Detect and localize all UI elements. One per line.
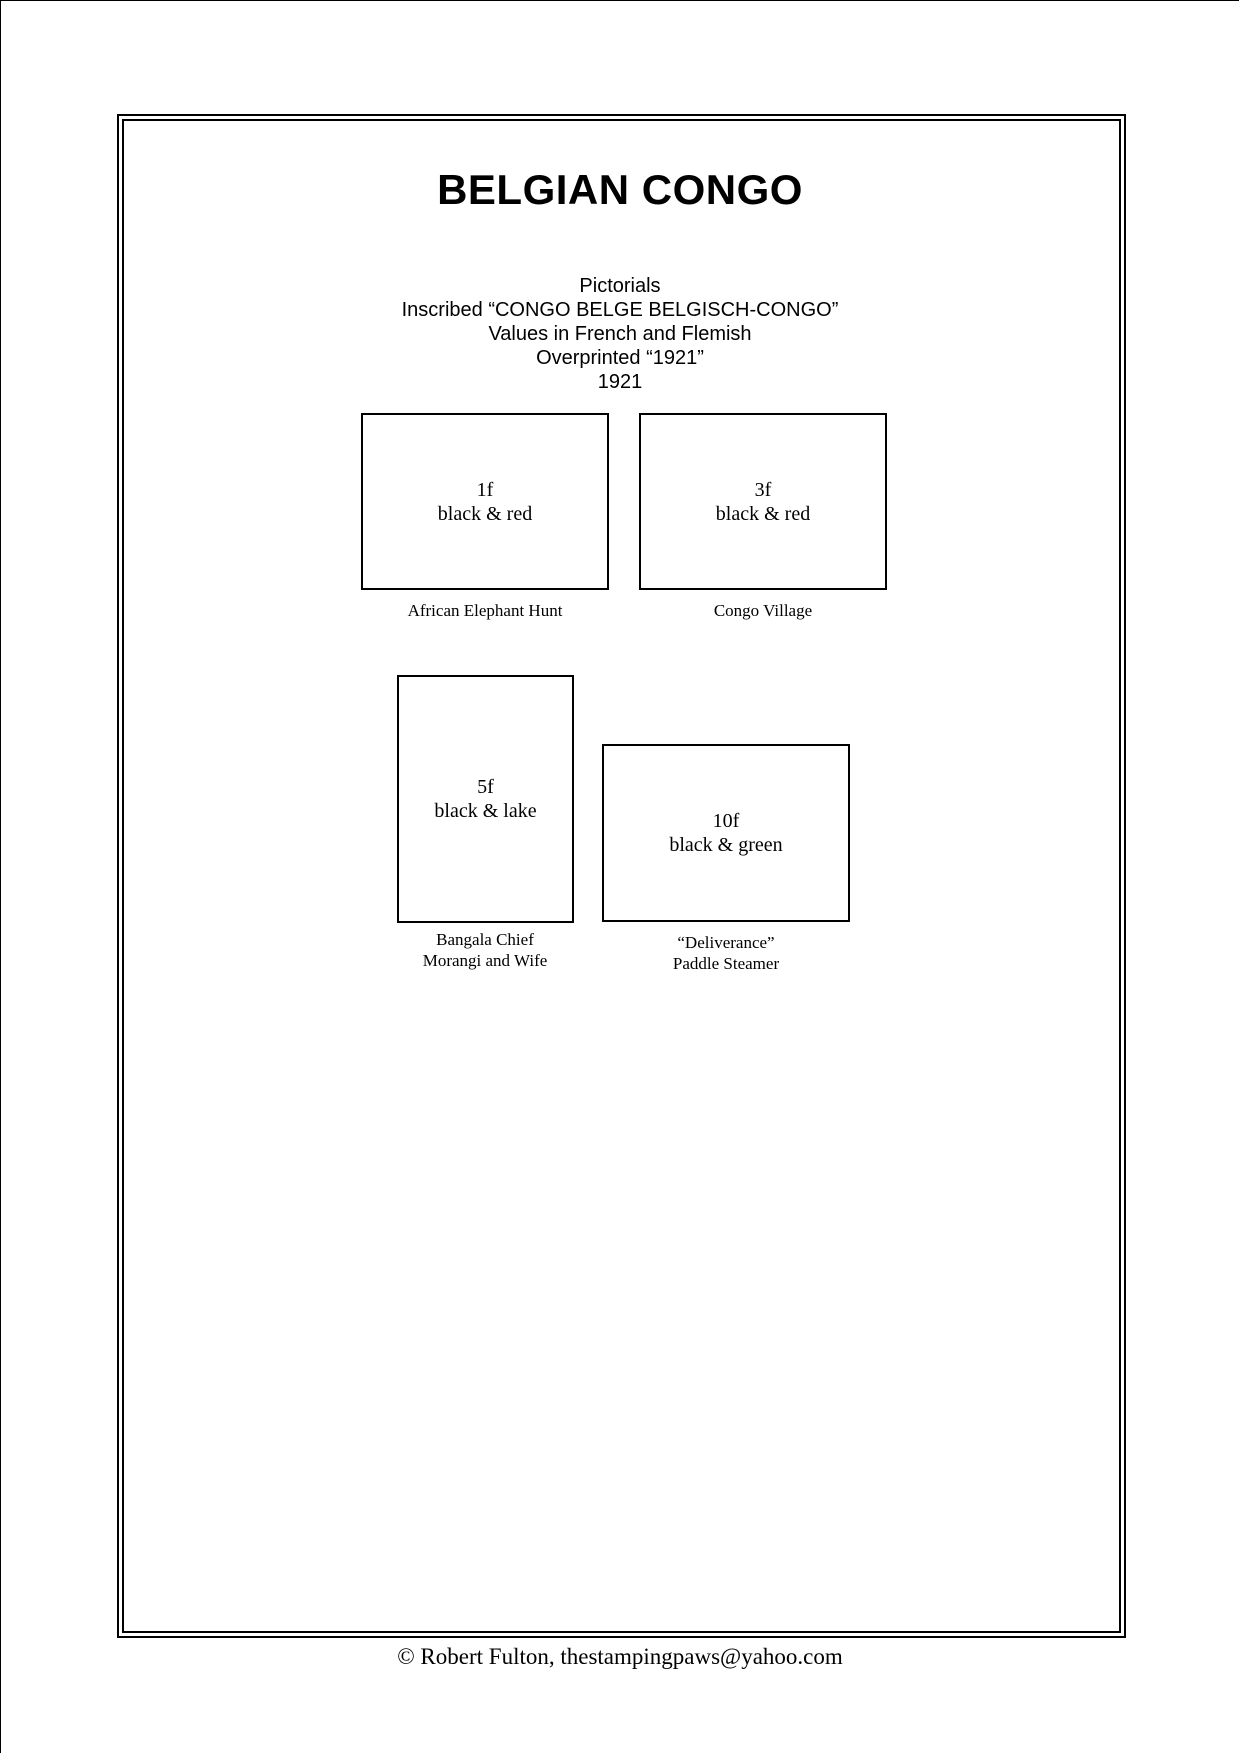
stamp-caption: “Deliverance” Paddle Steamer: [602, 932, 850, 974]
stamp-denomination: 5f: [477, 776, 494, 798]
stamp-color: black & lake: [434, 800, 537, 822]
album-frame-inner: [122, 119, 1121, 1633]
caption-line: Morangi and Wife: [422, 951, 548, 970]
subtitle-line: Pictorials: [579, 275, 661, 297]
stamp-space-10f: 10f black & green: [602, 744, 850, 922]
caption-line: Bangala Chief: [436, 930, 534, 949]
stamp-space-1f: 1f black & red: [361, 413, 609, 590]
subtitle-line: Inscribed “CONGO BELGE BELGISCH-CONGO”: [401, 299, 839, 321]
subtitle-line: Values in French and Flemish: [488, 323, 752, 345]
stamp-denomination: 1f: [476, 478, 494, 501]
copyright-footer: © Robert Fulton, thestampingpaws@yahoo.c…: [397, 1644, 843, 1669]
caption-line: Paddle Steamer: [672, 954, 780, 973]
stamp-space-5f: 5f black & lake: [397, 675, 574, 923]
stamp-color: black & red: [437, 502, 533, 525]
page-title: BELGIAN CONGO: [437, 166, 803, 213]
stamp-color: black & green: [669, 834, 783, 856]
subtitle-line: Overprinted “1921”: [536, 347, 704, 369]
caption-line: African Elephant Hunt: [407, 601, 563, 620]
caption-line: Congo Village: [713, 601, 813, 620]
stamp-color: black & red: [715, 502, 811, 525]
issue-description: Pictorials Inscribed “CONGO BELGE BELGIS…: [0, 274, 1240, 394]
album-frame-outer: [117, 114, 1126, 1638]
subtitle-line: 1921: [597, 371, 643, 393]
stamp-caption: Bangala Chief Morangi and Wife: [360, 929, 610, 971]
caption-line: “Deliverance”: [677, 933, 775, 952]
stamp-caption: African Elephant Hunt: [361, 600, 609, 621]
stamp-denomination: 3f: [754, 478, 772, 501]
stamp-space-3f: 3f black & red: [639, 413, 887, 590]
stamp-denomination: 10f: [712, 810, 740, 832]
stamp-caption: Congo Village: [639, 600, 887, 621]
